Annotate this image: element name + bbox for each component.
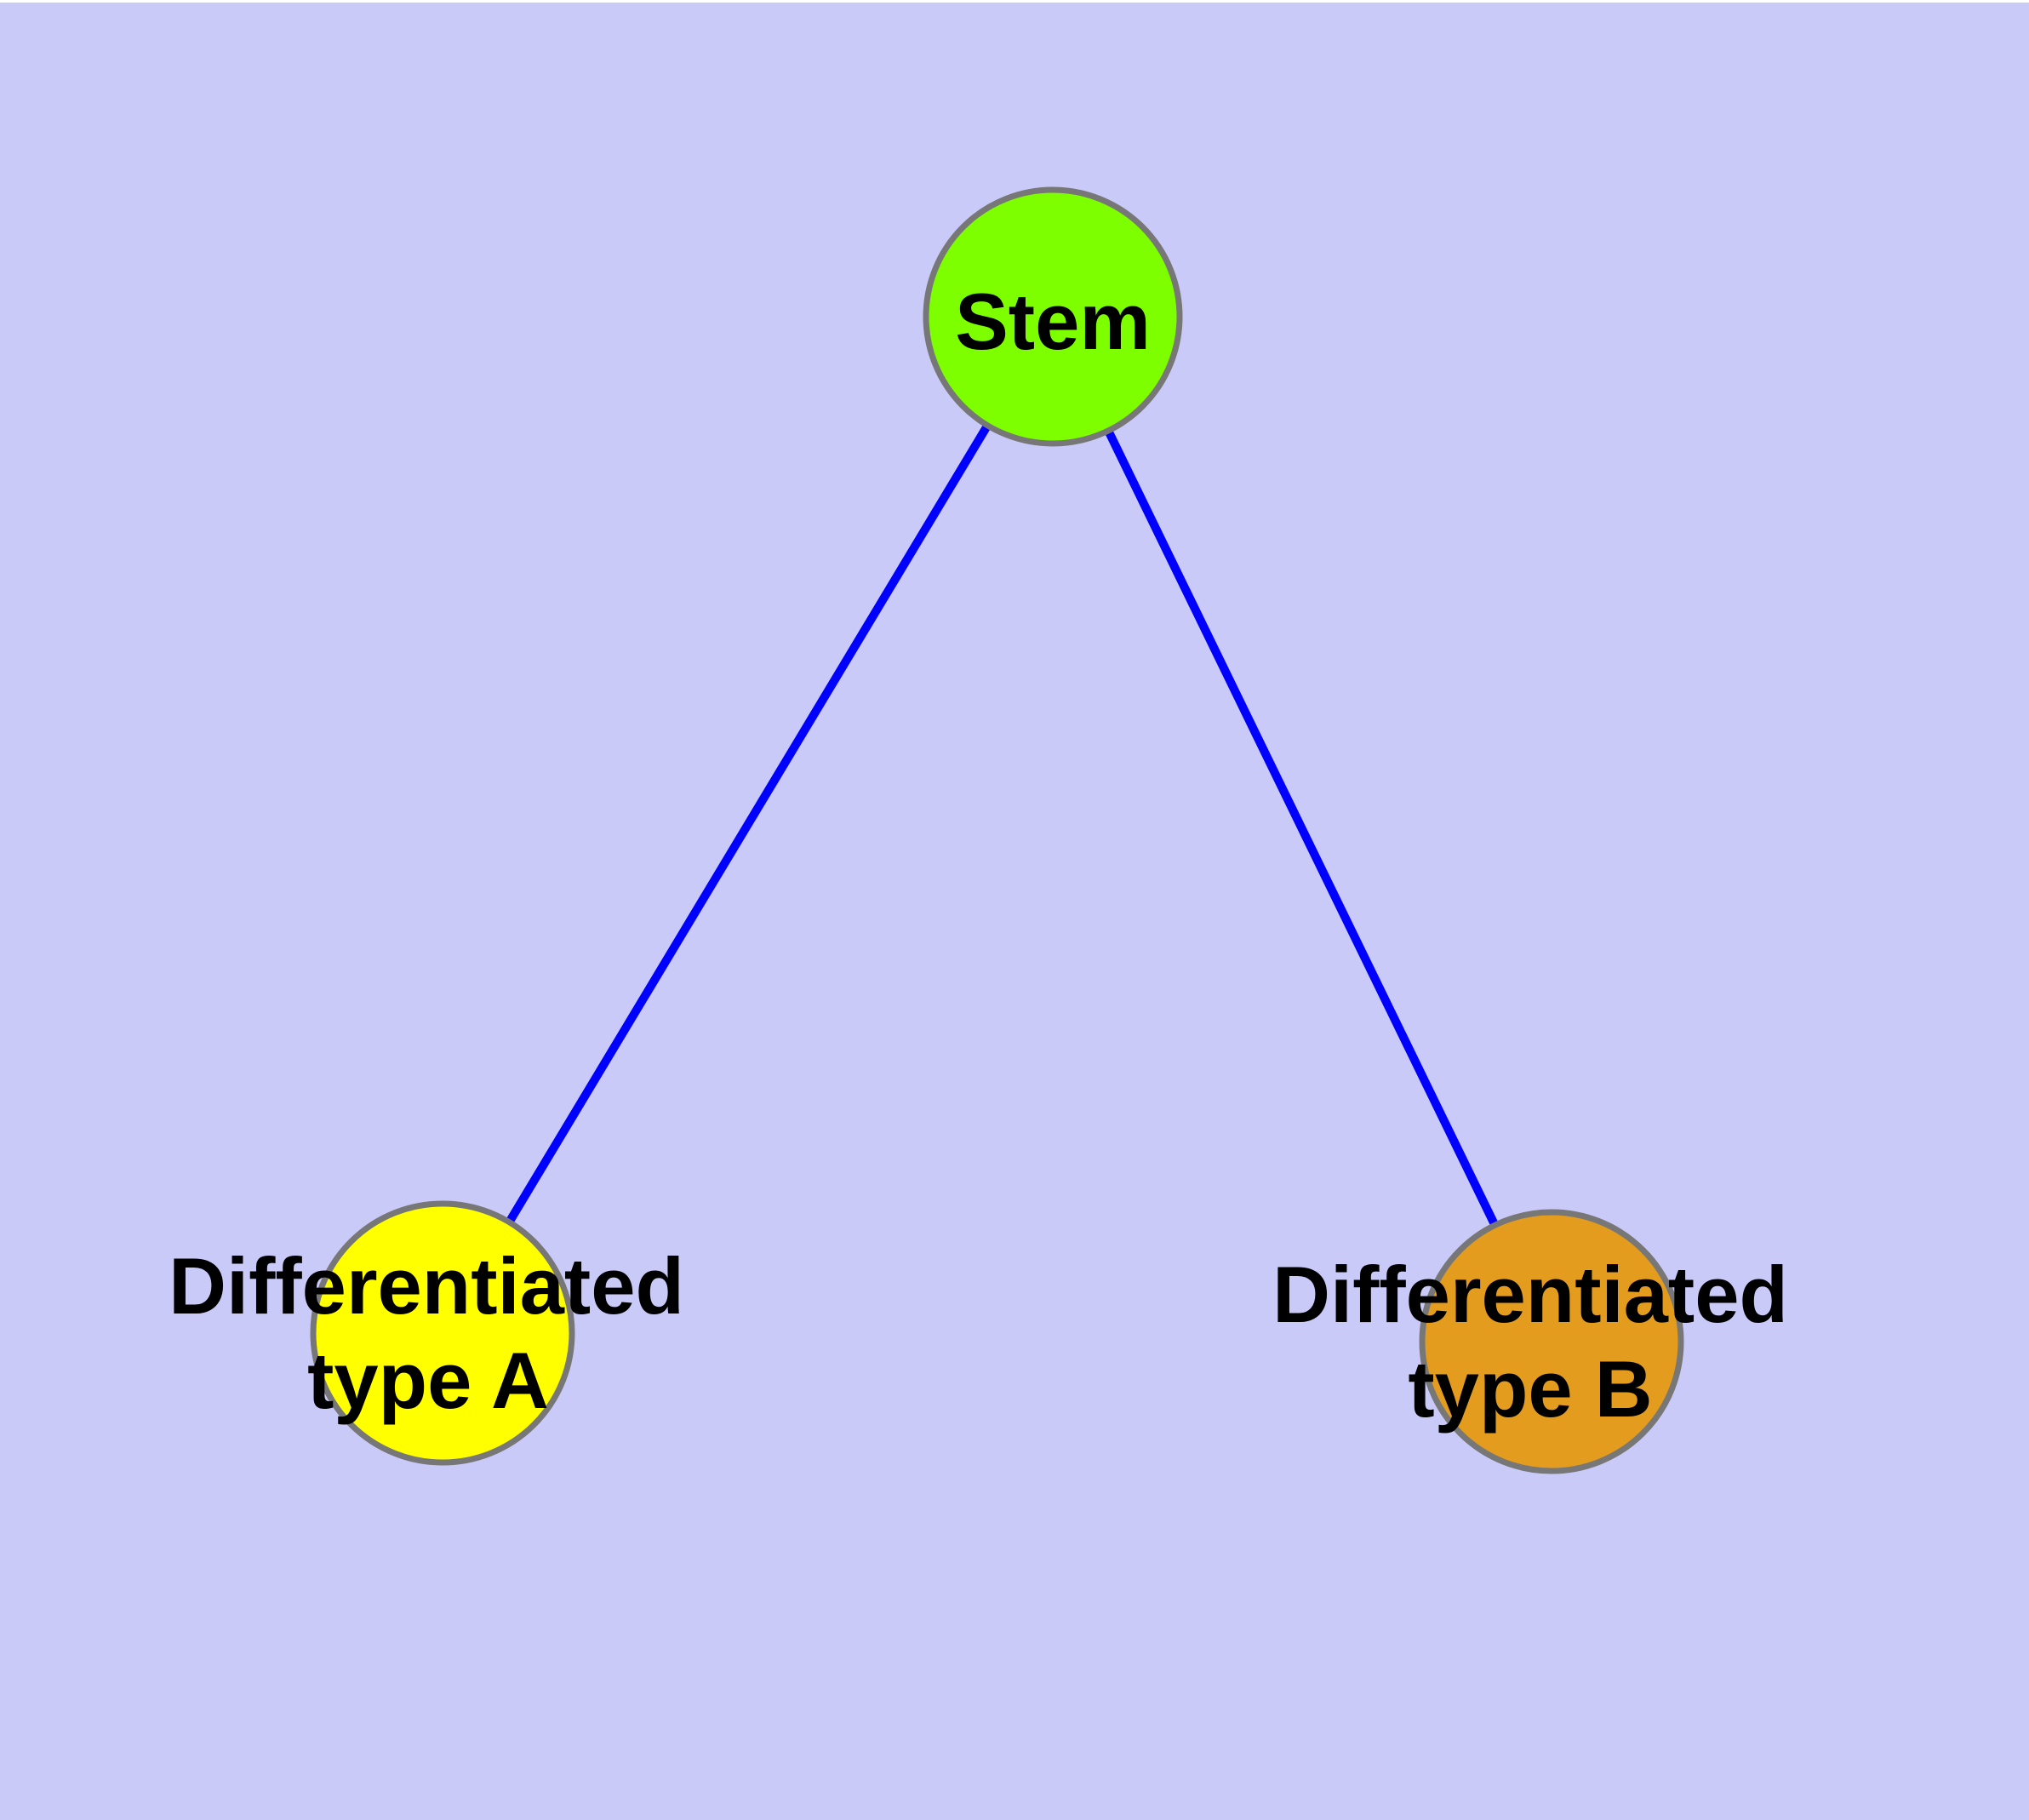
node-stem-label: Stem <box>955 277 1151 366</box>
node-differentiated-type-a-label-line1: Differentiated <box>169 1241 684 1331</box>
node-differentiated-type-b-label-line2: type B <box>1408 1344 1652 1434</box>
node-differentiated-type-a-circle <box>310 1200 575 1466</box>
edge-stem-to-type-b <box>1049 314 1556 1344</box>
node-stem-circle <box>923 186 1183 447</box>
node-differentiated-type-b-label-line1: Differentiated <box>1272 1250 1788 1339</box>
node-differentiated-type-b-circle <box>1419 1209 1684 1474</box>
top-white-strip <box>0 0 2029 3</box>
edge-stem-to-type-a <box>438 314 1057 1336</box>
node-differentiated-type-a-label-line2: type A <box>307 1336 549 1425</box>
